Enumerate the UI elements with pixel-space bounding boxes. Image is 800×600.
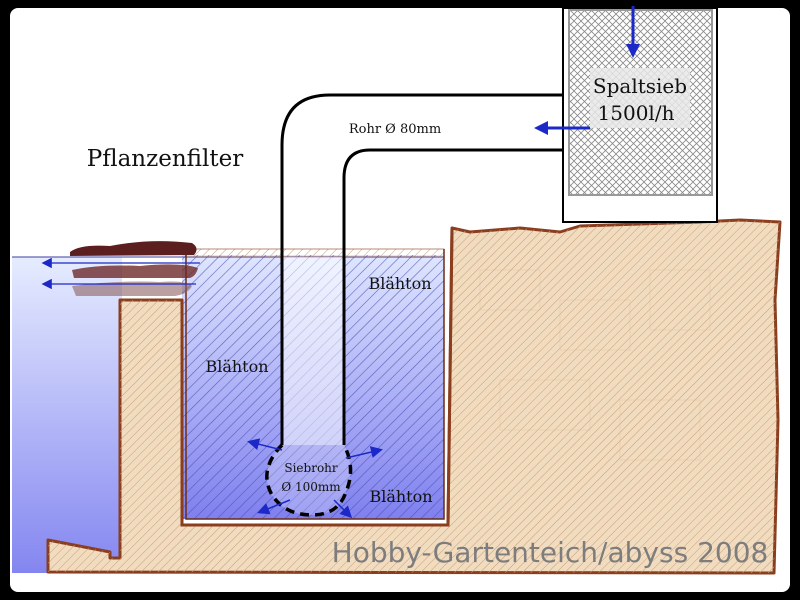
flow-arrow-left-icon [534, 121, 590, 135]
pipe-label: Rohr Ø 80mm [349, 122, 441, 137]
sieve-pipe [265, 443, 353, 517]
basin-wall [180, 227, 454, 527]
diagram-title: Pflanzenfilter [87, 146, 243, 172]
watermark: Hobby-Gartenteich/abyss 2008 [332, 536, 769, 569]
soil-hatching [48, 220, 780, 573]
sieve-label-backdrop [590, 68, 690, 128]
sieve-pipe-label-2: Ø 100mm [281, 480, 341, 494]
pipe-interior [283, 257, 343, 445]
media-label-bottom-right: Blähton [369, 487, 432, 506]
plant-flow-arrows [41, 257, 200, 290]
media-label-left: Blähton [205, 357, 268, 376]
basin-liner [185, 249, 445, 520]
pond-water [12, 257, 122, 573]
pipe-inner-wall [342, 148, 563, 445]
basin-rim [185, 248, 445, 258]
plant-mat-icon [70, 241, 198, 296]
soil-texture [479, 269, 711, 461]
media-label-top-right: Blähton [368, 274, 431, 293]
sieve-filter-label-2: 1500l/h [598, 101, 675, 125]
flow-arrow-down-icon [626, 6, 640, 58]
sieve-pipe-label-1: Siebrohr [284, 461, 338, 475]
pipe-outer-wall [280, 93, 563, 445]
sieve-filter-label-1: Spaltsieb [593, 74, 687, 98]
outflow-arrows [247, 438, 383, 519]
